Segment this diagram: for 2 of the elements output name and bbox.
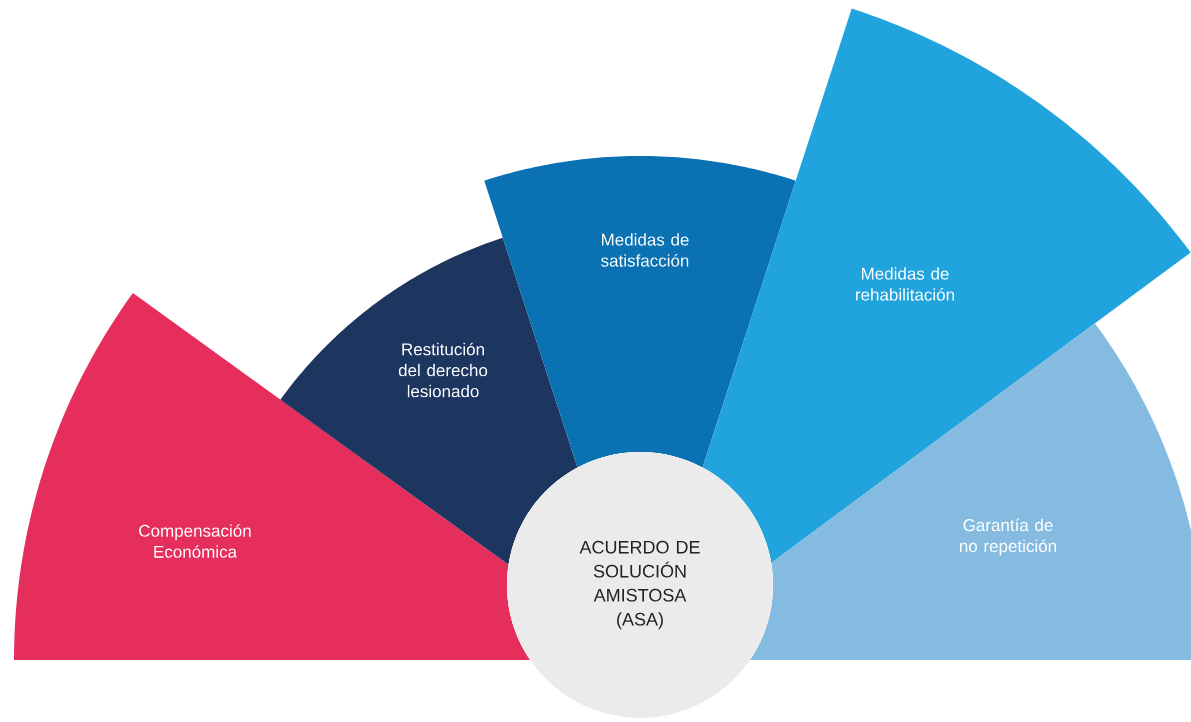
sector: Garantía de no repetición	[749, 323, 1191, 660]
sector: Restitución del derecho lesionado	[280, 237, 578, 565]
